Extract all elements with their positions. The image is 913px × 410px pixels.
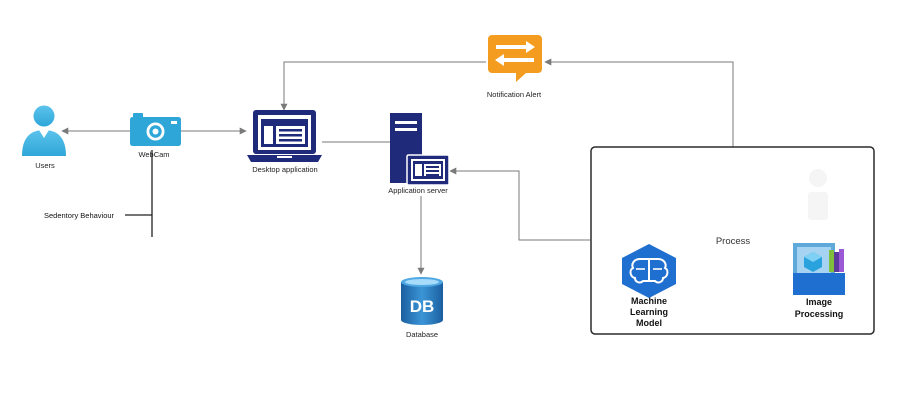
connectors [61, 58, 734, 275]
brain-icon [622, 244, 676, 298]
users-node: Users [22, 105, 66, 170]
notification-label: Notification Alert [487, 90, 542, 99]
ml-label-line1: Machine [631, 296, 667, 306]
users-label: Users [35, 161, 55, 170]
database-node: DB Database [401, 277, 443, 339]
desktop-label: Desktop application [252, 165, 317, 174]
process-label: Process [716, 236, 751, 247]
ml-label-line3: Model [636, 318, 662, 328]
edge-process-to-notification [544, 58, 734, 147]
edge-notification-to-desktop [280, 61, 486, 111]
process-container: Process Machine Learning Model [590, 146, 875, 335]
notification-swap-icon [488, 35, 542, 82]
image-processing-node: Image Processing [793, 243, 845, 319]
edge-process-to-server [449, 167, 590, 241]
ip-label-line2: Processing [795, 309, 844, 319]
image-processing-icon [793, 243, 845, 295]
server-icon [390, 113, 450, 186]
database-icon: DB [401, 277, 443, 325]
webcam-label: WebCam [138, 150, 169, 159]
camera-icon [130, 113, 181, 146]
ml-model-node: Machine Learning Model [622, 244, 676, 328]
desktop-node: Desktop application [247, 110, 322, 174]
ip-label-line1: Image [806, 297, 832, 307]
faded-ghost-icon [808, 169, 828, 220]
database-label: Database [406, 330, 438, 339]
server-label: Application server [388, 186, 448, 195]
db-icon-text: DB [410, 297, 435, 316]
ml-label-line2: Learning [630, 307, 668, 317]
webcam-node: WebCam [130, 113, 181, 159]
user-icon [22, 105, 66, 156]
laptop-icon [247, 110, 322, 162]
server-node: Application server [388, 113, 450, 195]
notification-node: Notification Alert [487, 35, 542, 99]
sedentary-label: Sedentory Behaviour [44, 211, 115, 220]
